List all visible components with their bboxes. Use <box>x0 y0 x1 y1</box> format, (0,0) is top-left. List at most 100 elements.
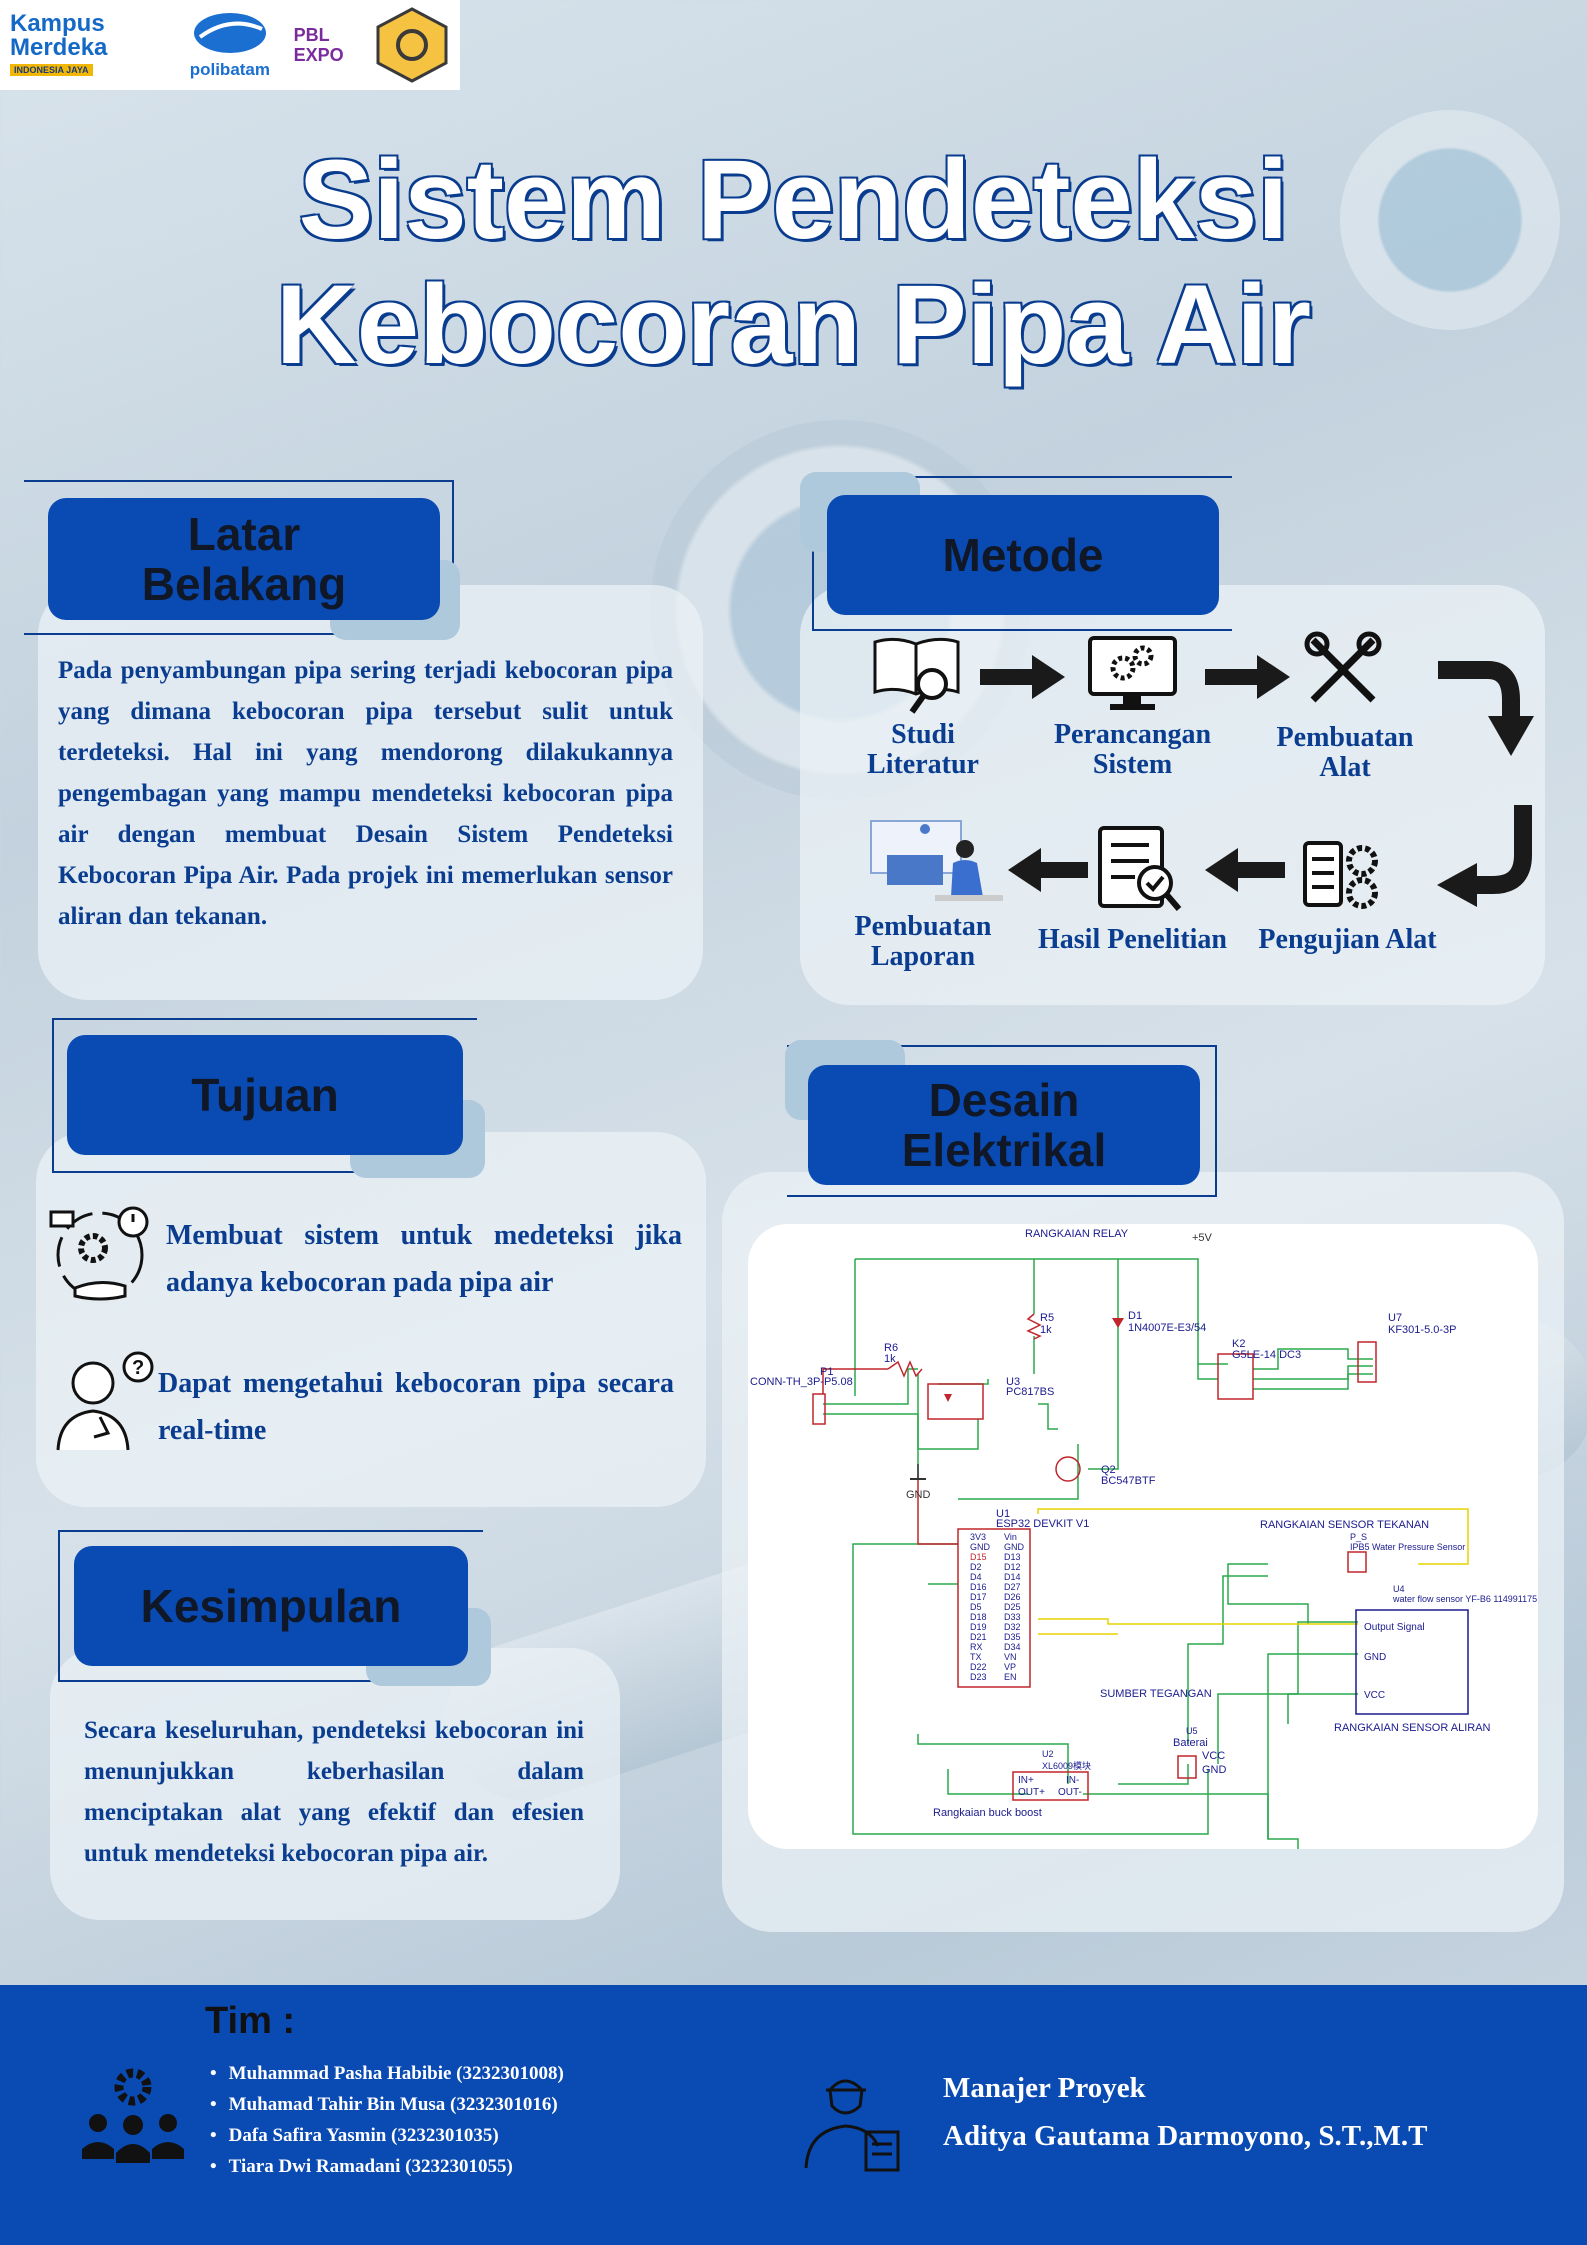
report-magnifier-icon <box>1098 826 1182 911</box>
step-pembuatan-laporan: Pembuatan Laporan <box>854 911 992 972</box>
label-r5v: 1k <box>1040 1324 1052 1336</box>
tujuan-item-2: Dapat mengetahui kebocoran pipa secara r… <box>158 1368 674 1446</box>
esp32-right-pins: Vin GND D13 D12 D14 D27 D26 D25 D33 D32 … <box>1004 1532 1024 1682</box>
label-d1: D1 <box>1128 1310 1143 1322</box>
latar-panel <box>38 585 703 1000</box>
label-r6v: 1k <box>884 1353 896 1365</box>
manager-name: Aditya Gautama Darmoyono, S.T.,M.T <box>943 2120 1428 2152</box>
label-tekanan: RANGKAIAN SENSOR TEKANAN <box>1260 1519 1430 1531</box>
latar-heading: Latar Belakang <box>48 498 440 620</box>
team-members: Muhammad Pasha Habibie (3232301008) Muha… <box>210 2058 564 2182</box>
label-output-signal: Output Signal <box>1364 1622 1425 1633</box>
polibatam-emblem-icon <box>193 12 266 53</box>
label-u1: U1 <box>996 1508 1011 1520</box>
pbl-expo-logo: PBL EXPO <box>293 25 344 65</box>
label-u3: U3 <box>1006 1376 1021 1388</box>
poster-title-line2: Kebocoran Pipa Air <box>275 262 1312 387</box>
label-u7: U7 <box>1388 1312 1403 1324</box>
svg-text:?: ? <box>132 1357 144 1379</box>
kesimpulan-heading: Kesimpulan <box>74 1546 468 1666</box>
arrow-left-icon <box>1008 848 1088 892</box>
label-bvcc: VCC <box>1202 1750 1226 1762</box>
label-u1v: ESP32 DEVKIT V1 <box>996 1518 1090 1530</box>
label-r5: R5 <box>1040 1312 1055 1324</box>
label-k2: K2 <box>1232 1338 1246 1350</box>
label-sensor-gnd: GND <box>1364 1652 1387 1663</box>
tujuan-frame <box>52 1018 477 1173</box>
label-d1v: 1N4007E-E3/54 <box>1128 1322 1207 1334</box>
circuit-wiring <box>812 1258 1469 1849</box>
desain-frame <box>787 1045 1217 1197</box>
polibatam-logo: polibatam <box>176 11 283 80</box>
label-u7v: KF301-5.0-3P <box>1388 1324 1457 1336</box>
kampus-merdeka-logo: Kampus Merdeka INDONESIA JAYA <box>10 10 108 76</box>
checklist-gears-icon <box>1303 841 1378 909</box>
hexagon-emblem-icon <box>376 7 448 83</box>
team-member: Muhammad Pasha Habibie (3232301008) <box>210 2058 564 2089</box>
thinking-person-icon: ? <box>56 1351 154 1451</box>
label-u4v: water flow sensor YF-B6 114991175 <box>1393 1594 1538 1604</box>
tools-icon <box>1304 631 1382 703</box>
tujuan-panel <box>36 1132 706 1507</box>
kesimpulan-panel <box>50 1648 620 1920</box>
manager-role: Manajer Proyek <box>943 2072 1146 2104</box>
circuit-diagram: RANGKAIAN RELAY +5V R5 1k D1 1N4007E-E3/… <box>748 1224 1538 1849</box>
desain-heading: Desain Elektrikal <box>808 1065 1200 1185</box>
label-bgnd: GND <box>1202 1764 1227 1776</box>
label-gnd: GND <box>906 1489 931 1501</box>
team-member: Tiara Dwi Ramadani (3232301055) <box>210 2151 564 2182</box>
book-search-icon <box>873 637 960 714</box>
arrow-right-icon <box>1205 655 1290 699</box>
label-5v: +5V <box>1192 1232 1212 1244</box>
latar-text: Pada penyambungan pipa sering terjadi ke… <box>58 657 673 930</box>
arrow-curve-left-icon <box>1437 805 1532 907</box>
label-u4: U4 <box>1393 1584 1405 1594</box>
label-in-minus: IN- <box>1066 1775 1080 1786</box>
label-u5: U5 <box>1186 1726 1198 1736</box>
label-baterai: Baterai <box>1173 1737 1208 1749</box>
label-r6: R6 <box>884 1342 899 1354</box>
label-conn: CONN-TH_3P-P5.08 <box>750 1376 853 1388</box>
step-studi-literatur: Studi Literatur <box>867 719 979 780</box>
manager-icon <box>804 2079 900 2172</box>
arrow-curve-down-icon <box>1438 661 1534 756</box>
label-u3v: PC817BS <box>1006 1386 1055 1398</box>
esp32-left-pins: 3V3 GND D15 D2 D4 D16 D17 D5 D18 D19 D21… <box>970 1532 990 1682</box>
team-member: Muhamad Tahir Bin Musa (3232301016) <box>210 2089 564 2120</box>
label-relay: RANGKAIAN RELAY <box>1025 1228 1129 1240</box>
label-psv: IPB5 Water Pressure Sensor <box>1350 1542 1466 1552</box>
label-u2v: XL6009模块 <box>1042 1761 1092 1771</box>
arrow-right-icon <box>980 655 1065 699</box>
label-q2: Q2 <box>1101 1464 1116 1476</box>
person-laptop-icon <box>870 820 1003 901</box>
tujuan-item-1: Membuat sistem untuk medeteksi jika adan… <box>166 1220 682 1298</box>
label-buck: Rangkaian buck boost <box>933 1807 1042 1819</box>
label-out-minus: OUT- <box>1058 1787 1082 1798</box>
arrow-left-icon <box>1205 848 1285 892</box>
step-pembuatan-alat: Pembuatan Alat <box>1276 722 1414 783</box>
metode-frame <box>812 476 1232 631</box>
team-gear-icon <box>82 2068 184 2163</box>
latar-frame <box>24 480 454 635</box>
kesimpulan-frame <box>58 1530 483 1682</box>
label-k2v: G5LE-14 DC3 <box>1232 1349 1302 1361</box>
poster-title-line1: Sistem Pendeteksi <box>298 137 1289 262</box>
label-in-plus: IN+ <box>1018 1775 1034 1786</box>
monitor-gears-icon <box>1088 636 1177 710</box>
background-gauge <box>1340 110 1560 330</box>
metode-heading: Metode <box>827 495 1219 615</box>
label-out-plus: OUT+ <box>1018 1787 1045 1798</box>
label-q2v: BC547BTF <box>1101 1475 1156 1487</box>
label-sensor-vcc: VCC <box>1364 1690 1386 1701</box>
team-member: Dafa Safira Yasmin (3232301035) <box>210 2120 564 2151</box>
step-perancangan-sistem: Perancangan Sistem <box>1053 719 1212 780</box>
kesimpulan-text: Secara keseluruhan, pendeteksi kebocoran… <box>84 1717 584 1867</box>
step-pengujian-alat: Pengujian Alat <box>1258 924 1437 955</box>
label-u2: U2 <box>1042 1749 1054 1759</box>
step-hasil-penelitian: Hasil Penelitian <box>1038 924 1227 955</box>
team-title: Tim : <box>205 2000 296 2042</box>
label-p1: P1 <box>820 1366 834 1378</box>
logo-bar: Kampus Merdeka INDONESIA JAYA polibatam … <box>0 0 460 90</box>
label-ps: P_S <box>1350 1532 1368 1542</box>
label-aliran: RANGKAIAN SENSOR ALIRAN <box>1334 1722 1491 1734</box>
